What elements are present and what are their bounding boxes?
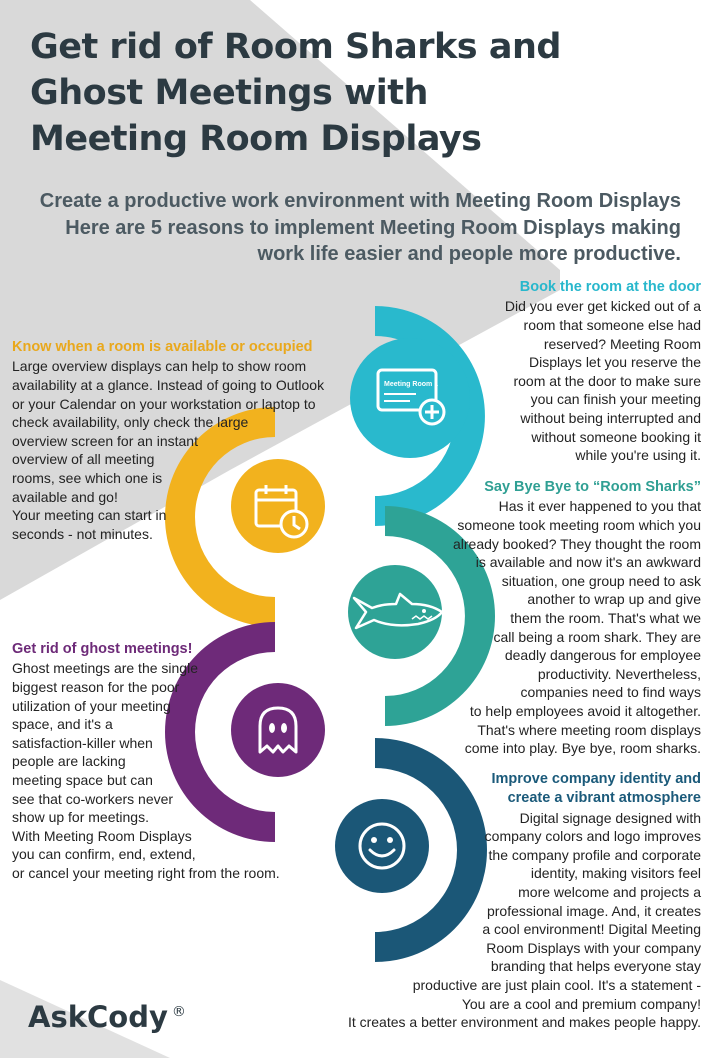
section-text: Your meeting can start in	[12, 507, 167, 524]
section-text: show up for meetings.	[12, 809, 149, 826]
gray-background-shape-lower	[0, 980, 170, 1058]
section-text: overview screen for an instant	[12, 432, 198, 449]
section-text: deadly dangerous for employee	[504, 647, 701, 664]
title-line: Ghost Meetings with	[30, 73, 428, 114]
navy-arc	[375, 738, 487, 962]
section-text: reserved? Meeting Room	[543, 335, 701, 352]
section-text: Displays let you reserve the	[529, 354, 701, 371]
section-book-room: Book the room at the door Did you ever g…	[505, 278, 701, 465]
section-heading: Improve company identity and	[491, 771, 702, 787]
section-room-sharks: Say Bye Bye to “Room Sharks” Has it ever…	[453, 478, 701, 758]
yellow-arc	[165, 407, 275, 627]
green-arc	[385, 506, 495, 726]
section-text: already booked? They thought the room	[452, 535, 701, 552]
section-text: branding that helps everyone stay	[490, 958, 701, 975]
section-text: or your Calendar on your workstation or …	[12, 395, 316, 412]
gray-background-shape	[0, 0, 560, 600]
section-text: Has it ever happened to you that	[498, 498, 701, 515]
section-text: is available and now it's an awkward	[475, 554, 701, 571]
section-text: Did you ever get kicked out of a	[504, 298, 701, 315]
section-text: check availability, only check the large	[12, 414, 249, 431]
teal-circle	[350, 338, 470, 458]
section-text: a cool environment! Digital Meeting	[482, 921, 701, 938]
title-line: Get rid of Room Sharks and	[30, 27, 561, 67]
section-text: space, and it's a	[12, 716, 113, 733]
section-ghost-meetings: Get rid of ghost meetings! Ghost meeting…	[12, 640, 280, 883]
section-text: identity, making visitors feel	[530, 865, 701, 882]
section-text: them the room. That's what we	[510, 609, 701, 626]
section-text: more welcome and projects a	[518, 884, 701, 900]
green-circle	[348, 565, 442, 659]
section-heading: Get rid of ghost meetings!	[12, 641, 193, 657]
section-text: while you're using it.	[575, 447, 701, 464]
section-company-identity: Improve company identity and create a vi…	[348, 770, 701, 1032]
section-text: another to wrap up and give	[527, 591, 701, 608]
section-text: Room Displays with your company	[486, 939, 701, 956]
section-heading: Know when a room is available or occupie…	[12, 339, 313, 355]
section-text: someone took meeting room which you	[457, 516, 701, 533]
shark-icon	[352, 592, 444, 630]
section-text: the company profile and corporate	[488, 846, 701, 863]
teal-arc	[375, 306, 485, 526]
section-text: productive are just plain cool. It's a s…	[412, 977, 701, 994]
logo-text: AskCody	[28, 1000, 168, 1034]
purple-arc	[165, 622, 275, 842]
section-heading: create a vibrant atmosphere	[507, 790, 701, 807]
section-text: biggest reason for the poor	[12, 678, 180, 695]
section-text: company colors and logo improves	[484, 828, 701, 845]
askcody-logo: AskCody®	[28, 1000, 186, 1034]
section-text: companies need to find ways	[520, 684, 701, 701]
smiley-icon	[358, 822, 406, 870]
section-text: utilization of your meeting	[12, 697, 171, 714]
booking-screen-plus-icon: Meeting Room 1	[376, 368, 446, 426]
section-text: room that someone else had	[523, 316, 701, 333]
section-text: rooms, see which one is	[12, 469, 163, 486]
section-text: Ghost meetings are the single	[12, 660, 198, 677]
navy-circle	[335, 799, 429, 893]
section-heading: Book the room at the door	[519, 279, 701, 295]
section-text: professional image. And, it creates	[486, 902, 701, 919]
subtitle: Create a productive work environment wit…	[1, 188, 681, 268]
section-text: That's where meeting room displays	[477, 721, 701, 738]
section-text: Digital signage designed with	[519, 809, 701, 826]
section-text: It creates a better environment and make…	[347, 1014, 701, 1031]
section-text: or cancel your meeting right from the ro…	[12, 864, 280, 881]
section-text: seconds - not minutes.	[12, 525, 153, 542]
calendar-clock-icon	[254, 485, 309, 539]
section-text: Large overview displays can help to show…	[12, 358, 307, 375]
ghost-icon	[258, 706, 298, 754]
section-room-availability: Know when a room is available or occupie…	[12, 338, 324, 543]
section-text: available and go!	[12, 488, 118, 505]
section-text: without being interrupted and	[520, 409, 701, 426]
page-title: Get rid of Room Sharks and Ghost Meeting…	[30, 24, 690, 163]
icon-screen-label: Meeting Room 1	[384, 381, 438, 388]
subtitle-line: work life easier and people more product…	[257, 243, 681, 266]
section-text: With Meeting Room Displays	[12, 827, 192, 844]
subtitle-line: Here are 5 reasons to implement Meeting …	[65, 216, 681, 239]
section-text: room at the door to make sure	[513, 372, 701, 389]
section-text: see that co-workers never	[12, 790, 174, 807]
section-text: come into play. Bye bye, room sharks.	[464, 740, 701, 757]
section-text: satisfaction-killer when	[12, 734, 153, 751]
section-text: without someone booking it	[531, 428, 701, 445]
section-text: availability at a glance. Instead of goi…	[12, 376, 325, 393]
section-text: call being a room shark. They are	[493, 628, 701, 645]
section-heading: Say Bye Bye to “Room Sharks”	[484, 479, 701, 495]
registered-mark: ®	[171, 1004, 186, 1021]
section-text: you can finish your meeting	[530, 391, 701, 408]
section-text: situation, one group need to ask	[501, 572, 701, 589]
section-text: meeting space but can	[12, 771, 153, 788]
section-text: overview of all meeting	[12, 451, 155, 468]
subtitle-line: Create a productive work environment wit…	[39, 190, 681, 212]
section-text: You are a cool and premium company!	[461, 995, 701, 1012]
section-text: people are lacking	[12, 753, 126, 770]
section-text: to help employees avoid it altogether.	[469, 702, 701, 719]
purple-circle	[231, 683, 325, 777]
section-text: productivity. Nevertheless,	[537, 665, 701, 682]
title-line: Meeting Room Displays	[30, 119, 482, 160]
section-text: you can confirm, end, extend,	[12, 846, 196, 863]
